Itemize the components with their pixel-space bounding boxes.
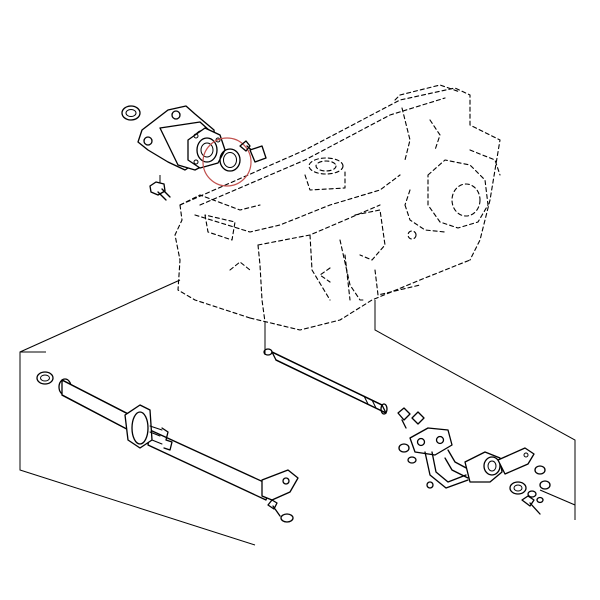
center-shaft-assembly	[263, 348, 388, 415]
transmission-housing	[174, 84, 501, 331]
flange-cover-assembly	[121, 105, 267, 201]
flange-bolt	[239, 140, 251, 152]
pin-washer-3	[509, 481, 527, 495]
assembly-leader-lines	[19, 175, 576, 546]
retaining-clip	[249, 145, 267, 163]
link-bracket	[409, 427, 453, 456]
link-arm	[424, 451, 469, 489]
right-linkage-assembly	[397, 407, 551, 515]
hex-bolt	[149, 181, 171, 201]
pin-washer-2	[539, 480, 551, 490]
lower-left-shaft-assembly	[36, 371, 299, 523]
center-shaft	[271, 351, 387, 414]
highlight-circle	[202, 137, 252, 187]
lever-washer	[280, 513, 294, 523]
lever-bolt	[267, 499, 281, 517]
spring-clip	[397, 407, 411, 421]
linkage-bolt	[521, 495, 535, 507]
lever-arm	[497, 447, 535, 475]
pin-washer-1	[534, 465, 546, 475]
link-bolt	[411, 411, 425, 425]
o-ring-seal	[219, 148, 241, 172]
shaft-o-ring	[36, 371, 54, 385]
shaft-lever	[261, 469, 299, 501]
small-o-ring	[121, 105, 141, 121]
